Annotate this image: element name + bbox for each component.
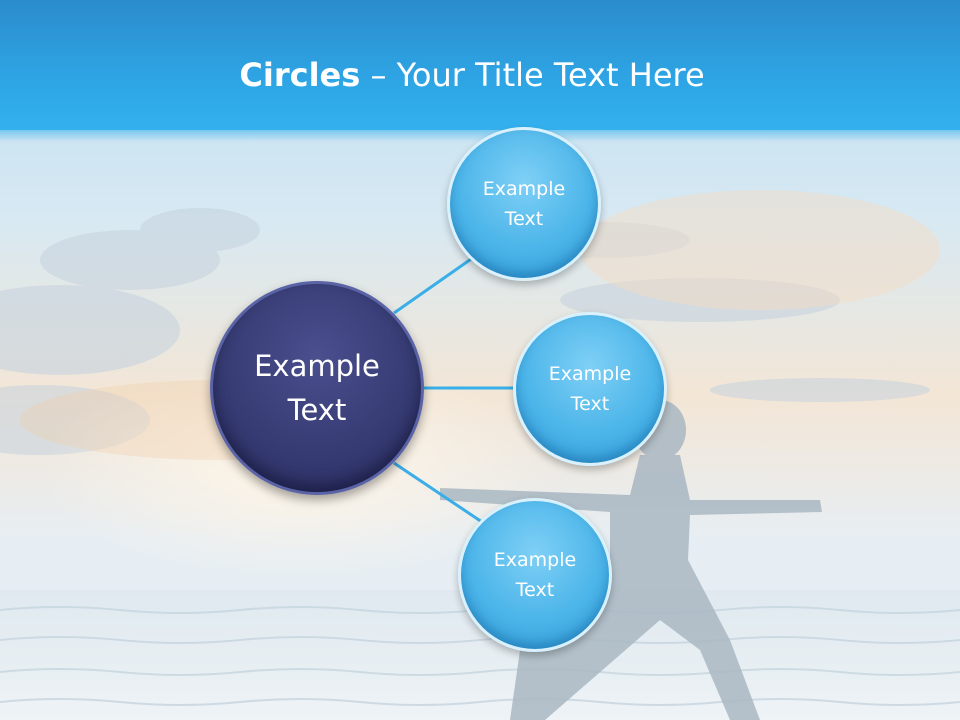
satellite-circle-middle[interactable]: Example Text: [513, 312, 667, 466]
slide-title: Circles – Your Title Text Here: [0, 55, 944, 95]
title-bold-part: Circles: [239, 56, 361, 94]
satellite-circle-top[interactable]: Example Text: [447, 127, 601, 281]
center-circle[interactable]: Example Text: [210, 281, 424, 495]
satellite-circle-label: Example Text: [482, 178, 566, 230]
satellite-circle-label: Example Text: [493, 549, 577, 601]
satellite-circle-bottom[interactable]: Example Text: [458, 498, 612, 652]
connector-top: [393, 255, 475, 315]
title-rest-part: – Your Title Text Here: [360, 56, 705, 94]
connector-bottom: [393, 461, 483, 524]
satellite-circle-label: Example Text: [548, 363, 632, 415]
title-band: Circles – Your Title Text Here: [0, 0, 960, 142]
center-circle-label: Example Text: [254, 349, 380, 427]
